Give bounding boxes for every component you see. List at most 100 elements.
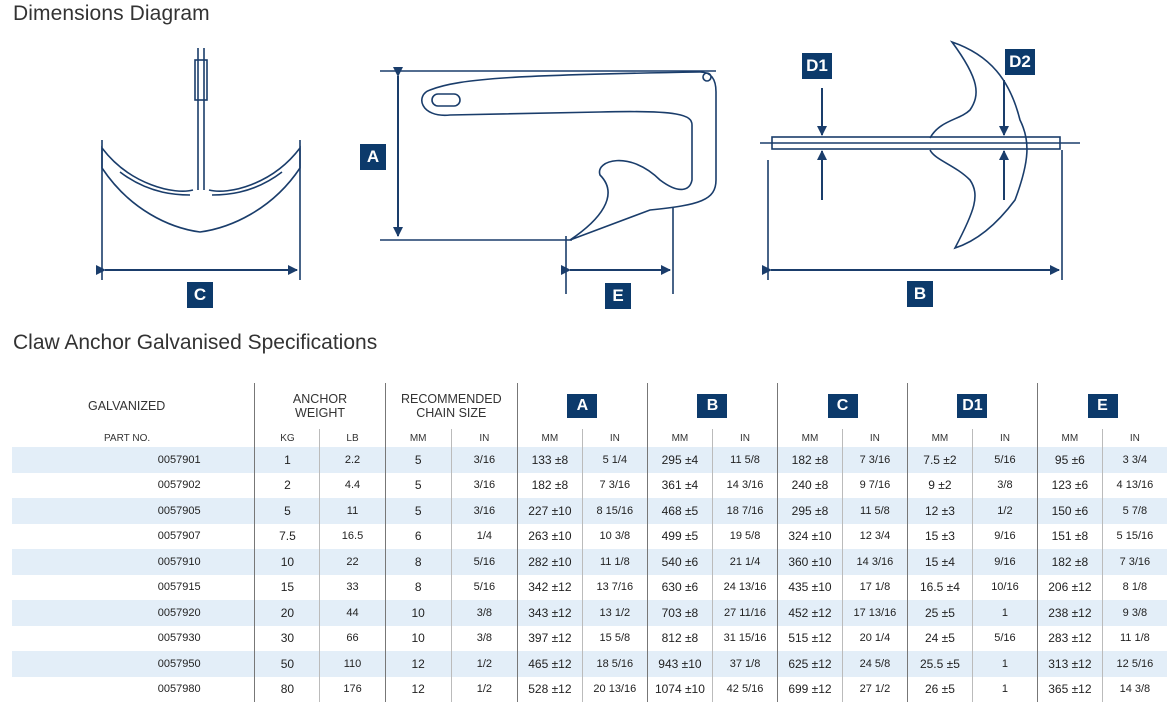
table-cell: 4 13/16 — [1101, 472, 1167, 498]
table-cell: 110 — [319, 651, 386, 677]
table-cell: 295 ±4 — [646, 447, 713, 473]
header-d1-badge: D1 — [957, 394, 988, 418]
table-cell: 17 13/16 — [841, 600, 908, 626]
table-cell: 31 15/16 — [711, 625, 778, 651]
table-cell: 18 5/16 — [581, 651, 648, 677]
table-cell: 25.5 ±5 — [906, 651, 973, 677]
table-cell: 3/8 — [450, 600, 518, 626]
part-number-cell: 0057902 — [157, 479, 201, 492]
label-d2: D2 — [1005, 49, 1035, 75]
anchor-front-view — [96, 48, 301, 280]
table-cell: 151 ±8 — [1037, 523, 1103, 549]
label-c: C — [187, 282, 213, 308]
table-cell: 8 — [384, 574, 452, 600]
table-title: Claw Anchor Galvanised Specifications — [13, 331, 378, 354]
table-cell: 9/16 — [971, 549, 1038, 575]
table-cell: 1/2 — [450, 651, 518, 677]
subheader-cell: IN — [711, 429, 778, 447]
table-cell: 9 3/8 — [1101, 600, 1167, 626]
subheader-cell: IN — [581, 429, 648, 447]
table-cell: 703 ±8 — [646, 600, 713, 626]
table-cell: 5/16 — [971, 447, 1038, 473]
table-cell: 2 — [254, 472, 320, 498]
header-b-badge: B — [697, 394, 728, 418]
table-cell: 16.5 ±4 — [906, 574, 973, 600]
table-cell: 15 ±4 — [906, 549, 973, 575]
table-cell: 42 5/16 — [711, 676, 778, 702]
table-cell: 8 15/16 — [581, 498, 648, 524]
table-cell: 1 — [971, 651, 1038, 677]
table-cell: 14 3/8 — [1101, 676, 1167, 702]
header-galvanized: GALVANIZED — [88, 399, 166, 413]
table-cell: 3/8 — [971, 472, 1038, 498]
table-cell: 37 1/8 — [711, 651, 778, 677]
table-cell: 11 1/8 — [581, 549, 648, 575]
part-number-cell: 0057980 — [157, 683, 201, 696]
table-cell: 10 — [384, 625, 452, 651]
table-cell: 12 5/16 — [1101, 651, 1167, 677]
table-cell: 17 1/8 — [841, 574, 908, 600]
table-cell: 13 7/16 — [581, 574, 648, 600]
subheader-cell: LB — [319, 429, 386, 447]
table-cell: 11 — [319, 498, 386, 524]
table-cell: 182 ±8 — [777, 447, 843, 473]
table-cell: 943 ±10 — [646, 651, 713, 677]
table-cell: 18 7/16 — [711, 498, 778, 524]
spec-table: GALVANIZED ANCHOR WEIGHT RECOMMENDED CHA… — [12, 383, 1167, 702]
table-cell: 44 — [319, 600, 386, 626]
table-cell: 15 ±3 — [906, 523, 973, 549]
part-number-cell: 0057920 — [12, 600, 255, 626]
table-cell: 80 — [254, 676, 320, 702]
table-cell: 9/16 — [971, 523, 1038, 549]
table-cell: 11 1/8 — [1101, 625, 1167, 651]
part-number-cell: 0057905 — [12, 498, 255, 524]
label-b: B — [907, 281, 933, 307]
table-cell: 27 1/2 — [841, 676, 908, 702]
table-cell: 3/16 — [450, 472, 518, 498]
table-cell: 15 5/8 — [581, 625, 648, 651]
subheader-cell: IN — [450, 429, 518, 447]
table-cell: 5/16 — [450, 549, 518, 575]
table-cell: 812 ±8 — [646, 625, 713, 651]
table-cell: 1074 ±10 — [646, 676, 713, 702]
table-cell: 206 ±12 — [1037, 574, 1103, 600]
table-cell: 150 ±6 — [1037, 498, 1103, 524]
table-cell: 27 11/16 — [711, 600, 778, 626]
table-cell: 12 — [384, 676, 452, 702]
table-cell: 21 1/4 — [711, 549, 778, 575]
subheader-cell: MM — [777, 429, 843, 447]
header-a: A — [517, 383, 648, 429]
table-cell: 12 ±3 — [906, 498, 973, 524]
table-cell: 10/16 — [971, 574, 1038, 600]
diagram-title: Dimensions Diagram — [13, 2, 210, 25]
table-cell: 324 ±10 — [777, 523, 843, 549]
table-cell: 8 1/8 — [1101, 574, 1167, 600]
subheader-cell: IN — [971, 429, 1038, 447]
table-cell: 24 5/8 — [841, 651, 908, 677]
subheader-cell: MM — [906, 429, 973, 447]
table-cell: 30 — [254, 625, 320, 651]
table-cell: 5 — [384, 447, 452, 473]
table-cell: 14 3/16 — [711, 472, 778, 498]
subheader-cell: MM — [384, 429, 452, 447]
header-c-badge: C — [827, 394, 858, 418]
table-cell: 342 ±12 — [517, 574, 583, 600]
header-anchor-weight: ANCHOR WEIGHT — [254, 383, 386, 429]
table-cell: 66 — [319, 625, 386, 651]
table-cell: 3 3/4 — [1101, 447, 1167, 473]
table-cell: 515 ±12 — [777, 625, 843, 651]
anchor-side-view — [380, 67, 717, 294]
table-cell: 10 — [384, 600, 452, 626]
table-cell: 33 — [319, 574, 386, 600]
table-cell: 365 ±12 — [1037, 676, 1103, 702]
table-cell: 465 ±12 — [517, 651, 583, 677]
table-cell: 4.4 — [319, 472, 386, 498]
table-cell: 397 ±12 — [517, 625, 583, 651]
